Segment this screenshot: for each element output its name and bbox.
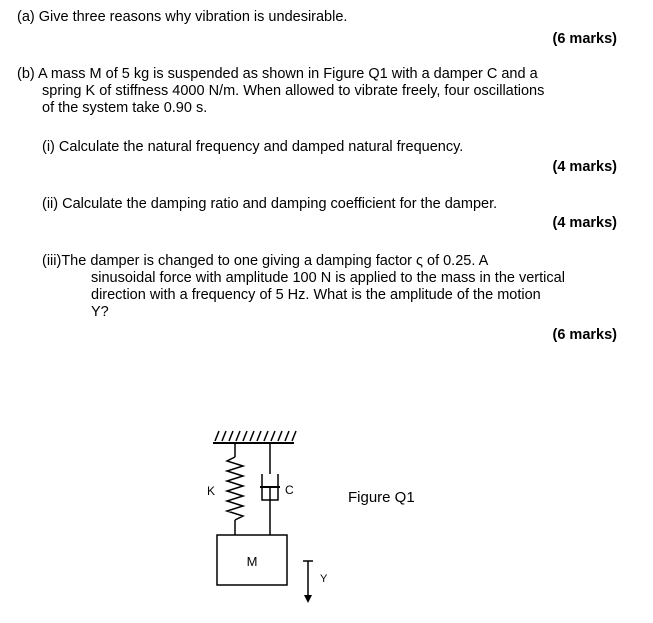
part-b-ii-marks: (4 marks) bbox=[552, 215, 617, 231]
part-b-line-2: spring K of stiffness 4000 N/m. When all… bbox=[42, 83, 545, 99]
mass-block bbox=[216, 534, 288, 586]
damper-c bbox=[260, 443, 280, 535]
figure-caption: Figure Q1 bbox=[348, 489, 415, 506]
part-b-iii-line-1: (iii)The damper is changed to one giving… bbox=[42, 253, 489, 269]
spring-k bbox=[224, 443, 246, 535]
part-b-i-question: (i) Calculate the natural frequency and … bbox=[42, 139, 464, 155]
displacement-arrow bbox=[303, 560, 313, 603]
mass-label: M bbox=[247, 554, 258, 569]
part-b-iii-line-4: Y? bbox=[91, 304, 109, 320]
part-b-iii-line-2: sinusoidal force with amplitude 100 N is… bbox=[91, 270, 565, 286]
part-a-marks: (6 marks) bbox=[552, 31, 617, 47]
displacement-label: Y bbox=[320, 573, 328, 585]
part-b-iii-line-3: direction with a frequency of 5 Hz. What… bbox=[91, 287, 541, 303]
part-b-i-marks: (4 marks) bbox=[552, 159, 617, 175]
damper-label: C bbox=[285, 483, 294, 497]
fixed-support bbox=[213, 430, 297, 444]
part-b-line-1: (b) A mass M of 5 kg is suspended as sho… bbox=[17, 66, 538, 82]
part-b-line-3: of the system take 0.90 s. bbox=[42, 100, 208, 116]
part-a-question: (a) Give three reasons why vibration is … bbox=[17, 9, 348, 25]
part-b-iii-marks: (6 marks) bbox=[552, 327, 617, 343]
part-b-ii-question: (ii) Calculate the damping ratio and dam… bbox=[42, 196, 498, 212]
spring-label: K bbox=[207, 484, 215, 498]
